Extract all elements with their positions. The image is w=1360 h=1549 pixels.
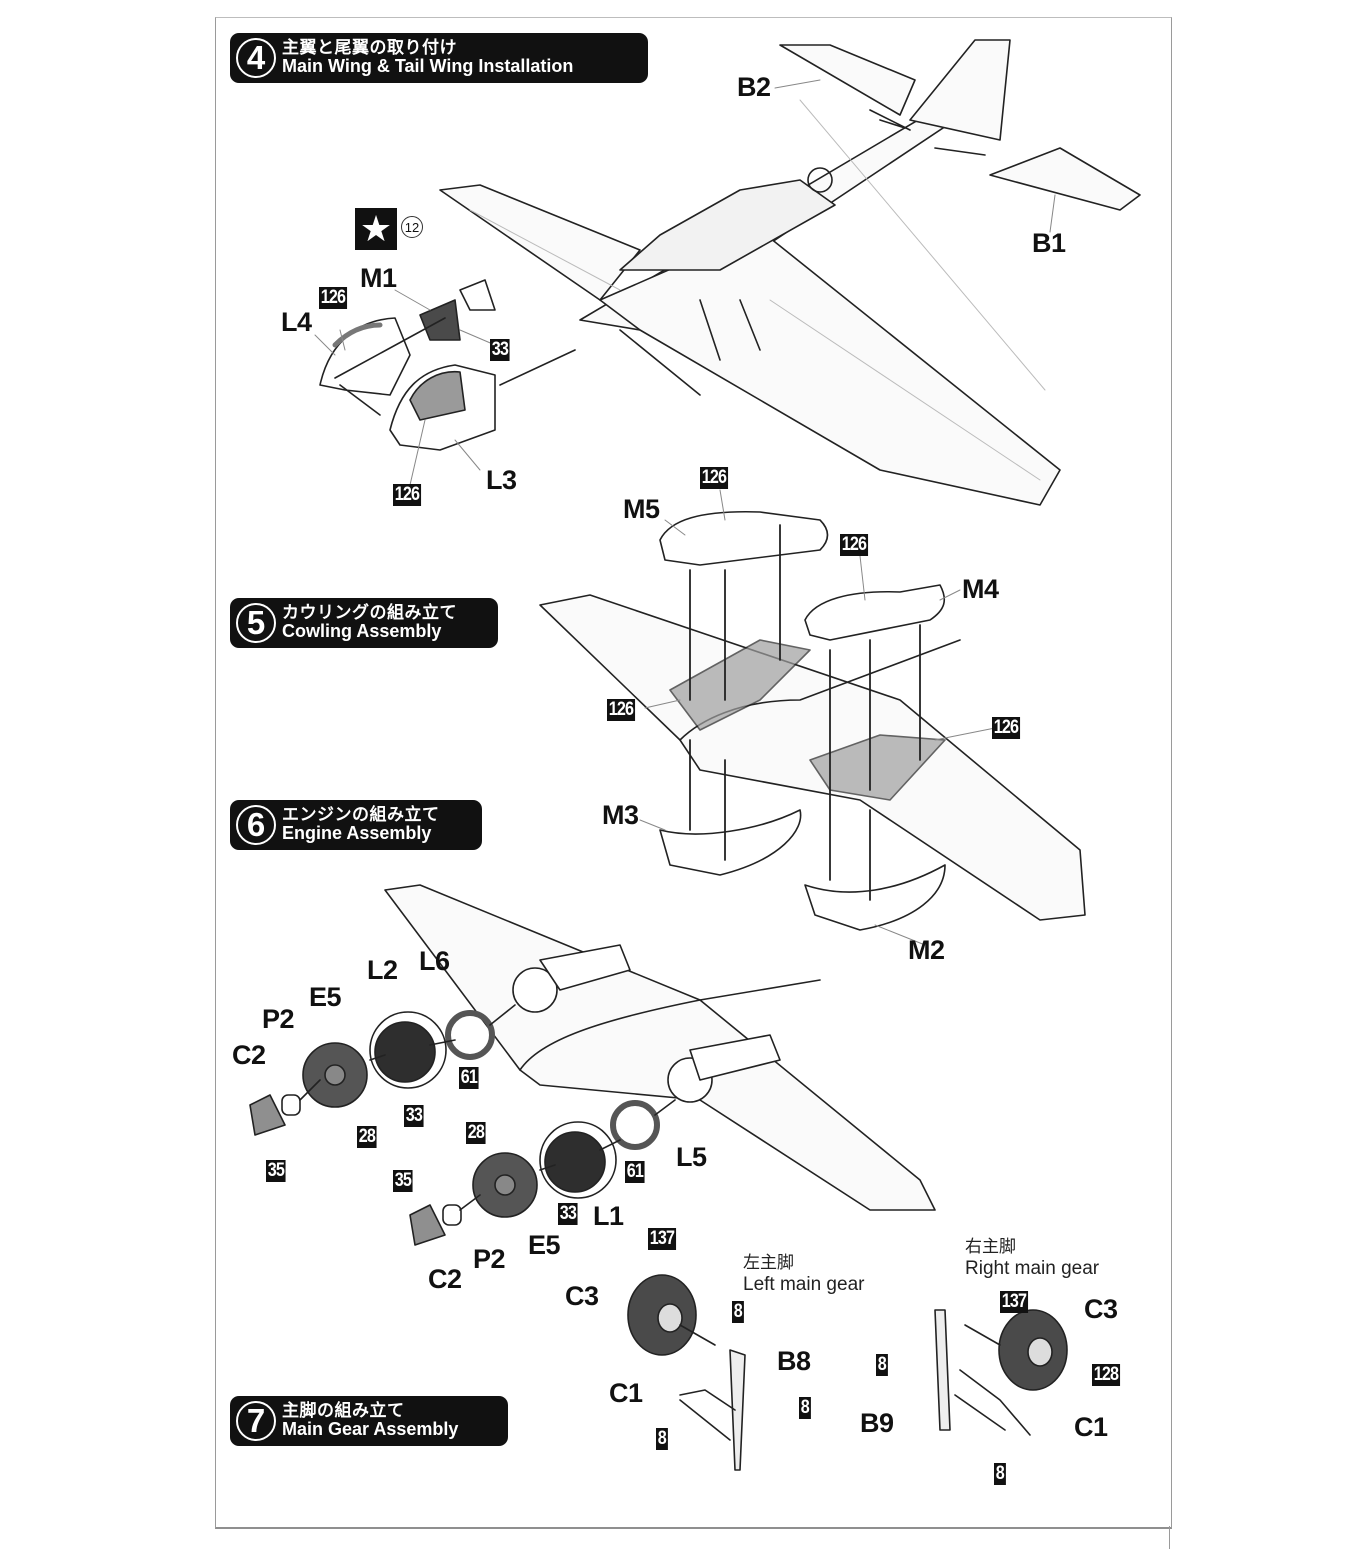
decal-number: 12 [401,216,423,238]
step7-gear-drawing [627,1274,1068,1471]
part-label-m2: M2 [908,935,945,965]
part-label-b1: B1 [1032,228,1066,258]
paint-code: 61 [459,1067,479,1089]
caption-en: Right main gear [965,1257,1100,1279]
part-label-c2: C2 [428,1264,462,1294]
part-label-c1: C1 [609,1378,643,1408]
step-4-header: 4 主翼と尾翼の取り付け Main Wing & Tail Wing Insta… [230,33,648,83]
step-number: 6 [236,805,276,845]
step-title-jp: カウリングの組み立て [282,602,457,623]
part-label-b9: B9 [860,1408,894,1438]
step-number: 7 [236,1401,276,1441]
part-label-c2: C2 [232,1040,266,1070]
paint-code: 126 [992,717,1020,739]
step-title-jp: 主翼と尾翼の取り付け [282,37,457,58]
part-label-l5: L5 [676,1142,707,1172]
step4-airframe-drawing [439,39,1141,506]
step-6-header: 6 エンジンの組み立て Engine Assembly [230,800,482,850]
step-title-jp: エンジンの組み立て [282,804,440,825]
step5-airframe-drawing [539,510,1086,931]
paint-code: 28 [357,1126,377,1148]
paint-code: 8 [799,1397,811,1419]
part-label-l4: L4 [281,307,312,337]
paint-code: 137 [648,1228,676,1250]
caption-jp: 左主脚 [743,1253,794,1273]
part-label-m4: M4 [962,574,999,604]
part-label-c3: C3 [1084,1294,1118,1324]
step-title-en: Engine Assembly [282,823,432,844]
step6-engine-parts-drawing [249,1004,676,1246]
star-icon: ★ [355,208,397,250]
step-title-en: Main Wing & Tail Wing Installation [282,56,574,77]
part-label-b2: B2 [737,72,771,102]
paint-code: 8 [994,1463,1006,1485]
part-label-l6: L6 [419,946,450,976]
part-label-b8: B8 [777,1346,811,1376]
caption-en: Left main gear [743,1273,865,1295]
part-label-l3: L3 [486,465,517,495]
step6-airframe-drawing [384,884,936,1211]
leader-lines [314,79,1056,946]
paint-code: 8 [656,1428,668,1450]
step4-nose-parts-drawing [319,279,496,451]
part-label-p2: P2 [473,1244,506,1274]
part-label-m1: M1 [360,263,397,293]
paint-code: 128 [1092,1364,1120,1386]
page-edge [1169,1526,1170,1549]
part-label-c1: C1 [1074,1412,1108,1442]
step-title-en: Cowling Assembly [282,621,442,642]
paint-code: 33 [490,339,510,361]
paint-code: 61 [625,1161,645,1183]
paint-code: 137 [1000,1291,1028,1313]
part-label-l1: L1 [593,1201,624,1231]
paint-code: 126 [319,287,347,309]
paint-code: 126 [700,467,728,489]
step-title-en: Main Gear Assembly [282,1419,459,1440]
paint-code: 35 [393,1170,413,1192]
part-label-e5: E5 [528,1230,561,1260]
step-7-header: 7 主脚の組み立て Main Gear Assembly [230,1396,508,1446]
paint-code: 28 [466,1122,486,1144]
paint-code: 8 [732,1301,744,1323]
step-number: 5 [236,603,276,643]
part-label-c3: C3 [565,1281,599,1311]
step-number: 4 [236,38,276,78]
paint-code: 8 [876,1354,888,1376]
part-label-p2: P2 [262,1004,295,1034]
part-label-l2: L2 [367,955,398,985]
paint-code: 126 [840,534,868,556]
right-gear-caption: 右主脚 Right main gear [965,1237,1100,1279]
caption-jp: 右主脚 [965,1237,1016,1257]
paint-code: 126 [393,484,421,506]
step-title-jp: 主脚の組み立て [282,1400,405,1421]
paint-code: 35 [266,1160,286,1182]
part-label-m3: M3 [602,800,639,830]
paint-code: 33 [558,1203,578,1225]
part-label-e5: E5 [309,982,342,1012]
paint-code: 33 [404,1105,424,1127]
part-label-m5: M5 [623,494,660,524]
left-gear-caption: 左主脚 Left main gear [743,1253,865,1295]
step-5-header: 5 カウリングの組み立て Cowling Assembly [230,598,498,648]
paint-code: 126 [607,699,635,721]
